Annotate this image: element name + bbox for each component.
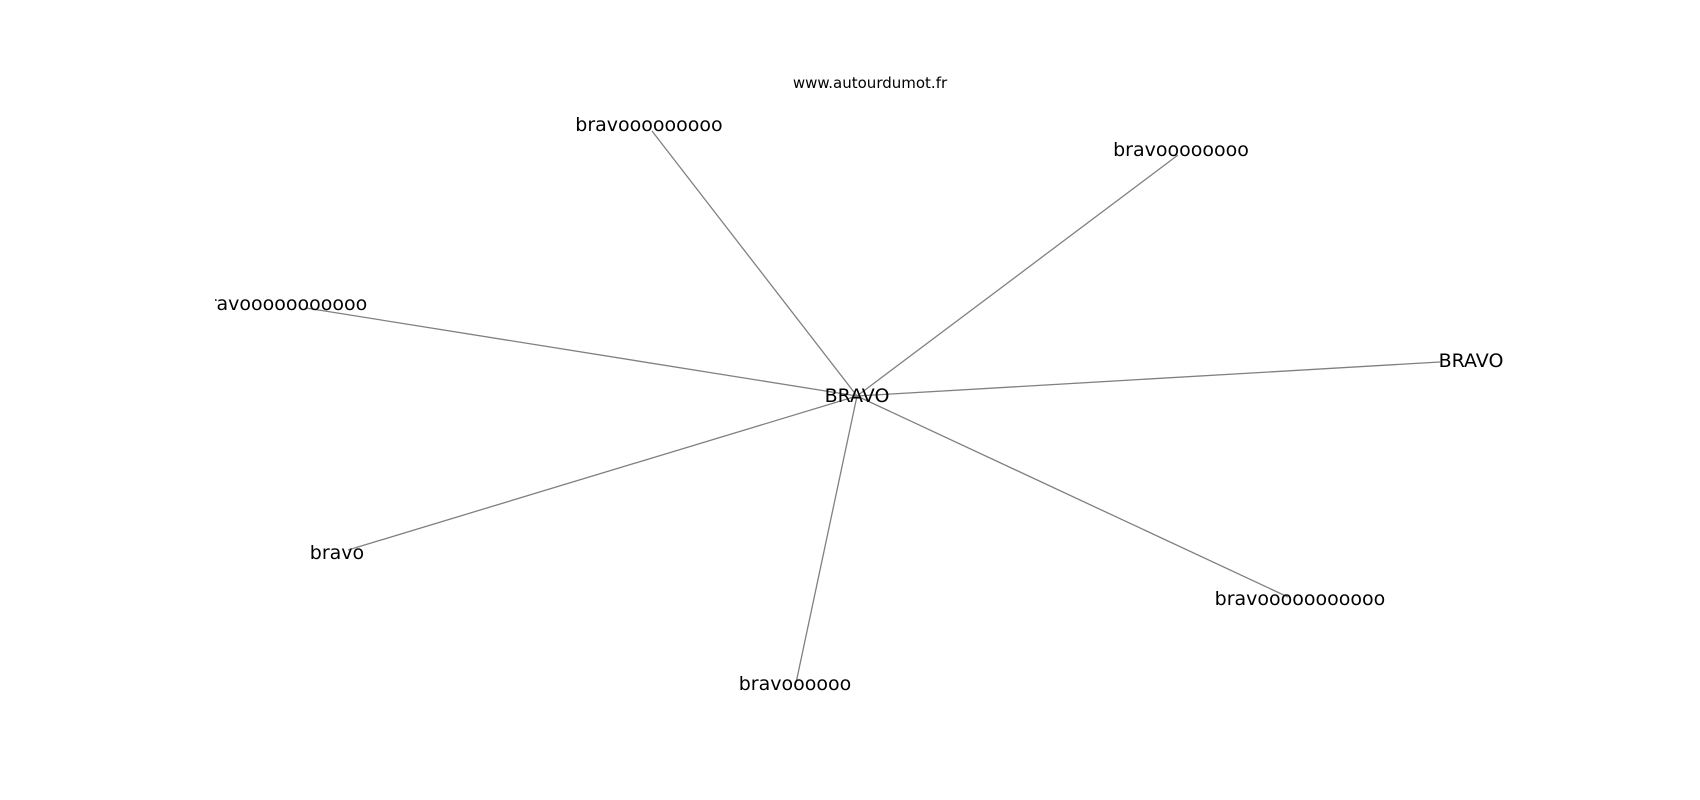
edge-0 — [651, 130, 858, 397]
edge-1 — [856, 154, 1179, 397]
node-label-5: bravooooooooooo — [1215, 588, 1386, 610]
edge-6 — [795, 395, 858, 684]
edge-4 — [347, 395, 858, 551]
edge-5 — [856, 395, 1289, 598]
edge-2 — [305, 307, 858, 397]
node-label-1: bravoooooooo — [1113, 139, 1249, 161]
edge-3 — [856, 361, 1441, 397]
node-label-0: bravooooooooo — [575, 114, 722, 136]
watermark-text: www.autourdumot.fr — [793, 74, 948, 92]
node-label-6: bravoooooo — [739, 673, 852, 695]
labels-group: bravooooooooo bravoooooooo bravooooooooooo… — [197, 114, 1504, 695]
node-label-4: bravo — [310, 542, 364, 564]
node-label-3: BRAVO — [1439, 350, 1504, 372]
center-node-label: BRAVO — [825, 385, 890, 407]
edges-group — [305, 130, 1441, 684]
node-label-2: bravooooooooooo — [197, 293, 368, 315]
